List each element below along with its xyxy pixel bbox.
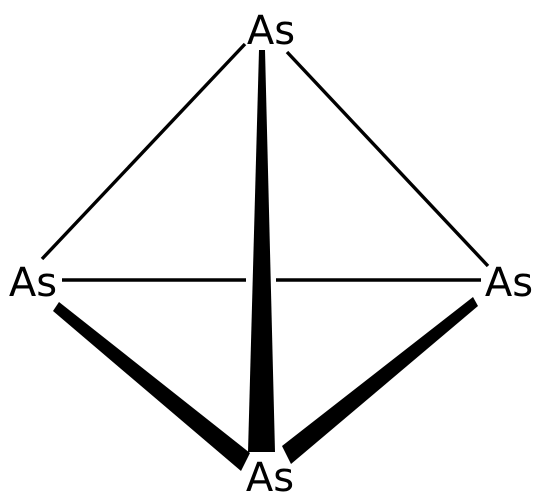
atom-label-left: As <box>9 260 57 306</box>
atom-label-right: As <box>485 260 533 306</box>
wedge-bond-left-bottom <box>53 302 250 471</box>
wedge-bond-top-bottom <box>248 50 275 452</box>
bond-top-right <box>285 50 490 268</box>
bond-top-left <box>40 42 247 261</box>
wedge-bond-right-bottom <box>282 297 478 464</box>
atom-label-bottom: As <box>246 455 294 501</box>
atom-label-top: As <box>247 8 295 54</box>
